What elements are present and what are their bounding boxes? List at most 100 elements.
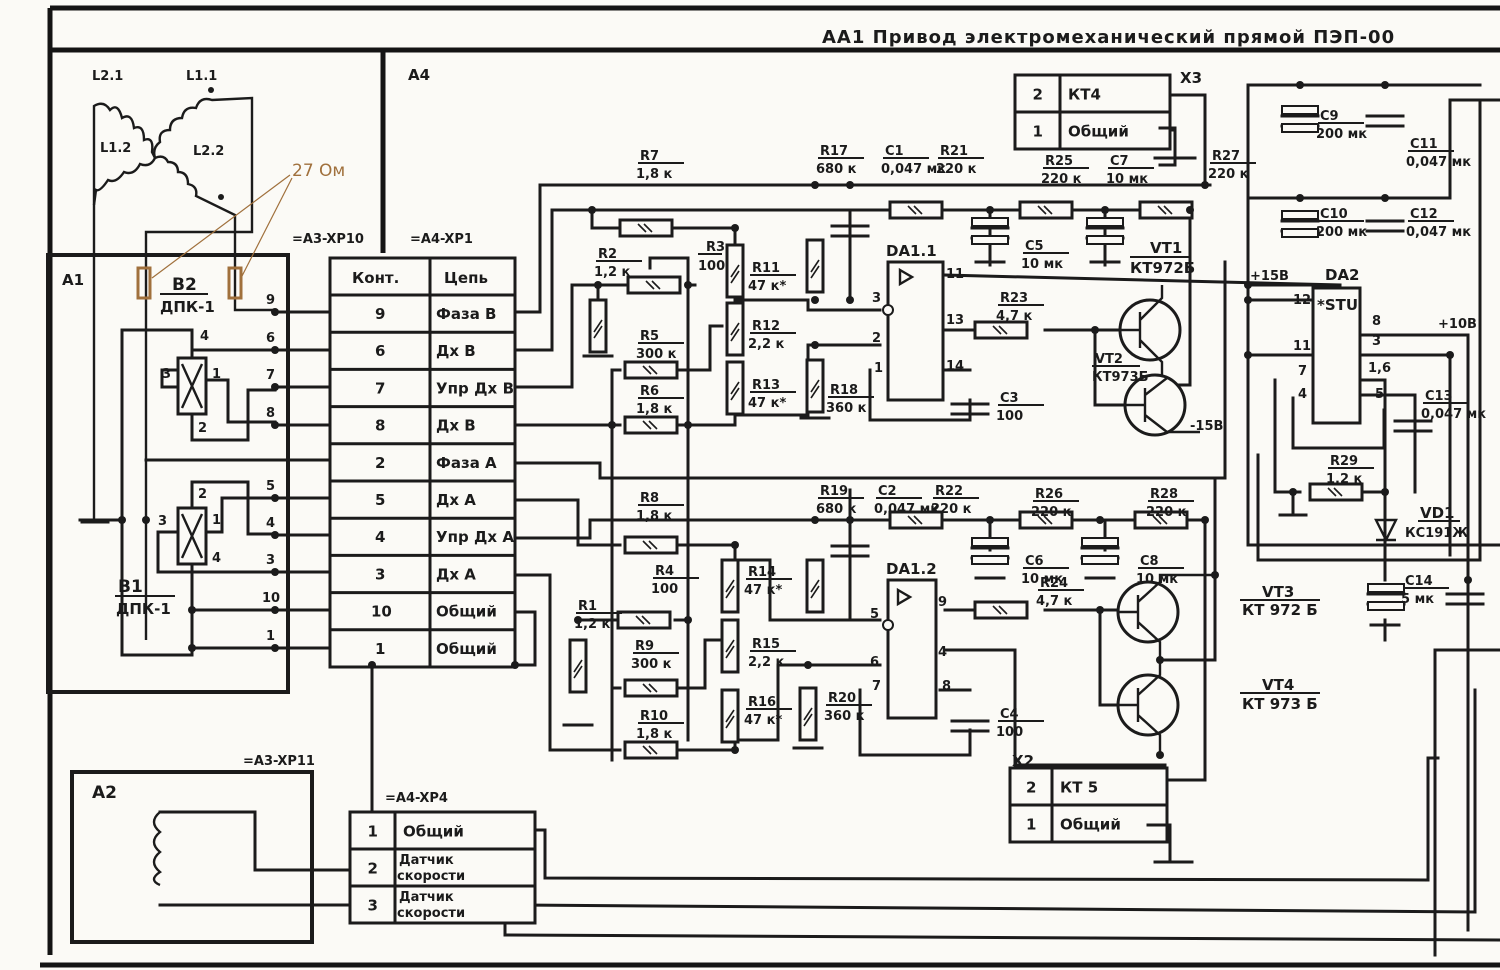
xp4-net: Датчик [399,853,454,868]
x3-pin: 2 [1033,86,1043,104]
resistor-hatch-icon [637,223,653,233]
c2-label: C2 [878,484,897,499]
resistor-hatch-icon [642,683,658,693]
x3-ground-wire [1158,126,1177,160]
r11-value: 47 к* [748,279,786,294]
power-supply-circuit [1246,83,1500,957]
junction-dot [804,661,812,669]
r15-value: 2,2 к [748,655,785,670]
pin-label: 9 [938,595,947,610]
drawing-title: АА1 Привод электромеханический прямой ПЭ… [822,27,1395,48]
sensor-b2-type: ДПК-1 [160,298,215,316]
resistor-hatch-icon [645,280,661,290]
x2-label: X2 [1012,752,1034,770]
resistor-hatch-icon [725,579,735,599]
capacitor-polar-plate [1086,235,1124,245]
r13-label: R13 [752,378,780,393]
resistor-hatch-icon [642,420,658,430]
xp4-net: скорости [397,869,465,884]
pin-label: 13 [946,313,964,328]
r17-value: 680 к [816,162,857,177]
junction-dot [368,661,376,669]
xp1-pin: 2 [375,454,385,472]
resistor-hatch-icon [907,515,923,525]
transistor-vt1: VT1 КТ972Б [1118,239,1195,380]
junction-dot [811,181,819,189]
capacitor-polar-plate [1081,555,1119,565]
xp4-frame [348,810,537,925]
c1-label: C1 [885,144,904,159]
r7-value: 1,8 к [636,167,673,182]
c11-value: 0,047 мк [1406,155,1471,170]
resistor-hatch-icon [730,381,740,401]
annotation-27-ohm: 27 Ом [292,161,345,181]
r2-label: R2 [598,247,617,262]
r29-value: 1,2 к [1326,472,1363,487]
transistor-vt2-part: КТ973Б [1092,370,1149,385]
resistor-hatch-icon [810,579,820,599]
coil-l11 [144,96,254,640]
winding-resistance-marker [227,266,243,300]
x2-pin: 1 [1026,816,1036,834]
resistor-r2 [626,275,682,295]
r23-label: R23 [1000,291,1028,306]
junction-dot [846,516,854,524]
pin-label: 4 [200,329,209,344]
r14-value: 47 к* [744,583,782,598]
zener-diode-vd1: VD1 КС191Ж [1374,504,1468,543]
c7-label: C7 [1110,154,1129,169]
r18-value: 360 к [826,401,867,416]
a1-terminal-label: 7 [266,368,275,383]
junction-dot [1244,351,1252,359]
block-a1: A1 [46,253,290,694]
r19-label: R19 [820,484,848,499]
resistor-r28 [1133,510,1189,530]
c5-label: C5 [1025,239,1044,254]
xp1-net: Дх A [436,491,476,509]
r11-label: R11 [752,261,780,276]
transistor-vt2: VT2 КТ973Б [1092,352,1200,437]
opamp-triangle-icon [896,587,913,607]
xp1-pin: 10 [371,603,392,621]
block-a4-label: A4 [408,66,430,84]
r25-label: R25 [1045,154,1073,169]
r29-label: R29 [1330,454,1358,469]
c6-label: C6 [1025,554,1044,569]
pin-label: 5 [1375,387,1384,402]
c13-label: C13 [1425,389,1453,404]
xp4-net: Датчик [399,890,454,905]
resistor-hatch-icon [642,745,658,755]
junction-dot [731,224,739,232]
c3-value: 100 [996,409,1023,424]
resistor-r7 [618,218,674,238]
r15-label: R15 [752,637,780,652]
xp11-label: =A3-XP11 [243,754,315,769]
xp1-net: Упр Дх A [436,528,514,546]
r5-value: 300 к [636,347,677,362]
xp4-pin: 2 [368,860,378,878]
opamp-da1-1: DA1.1 3 2 1 11 13 14 [872,242,964,402]
capacitor-polar-plate [1367,601,1405,611]
coil-l21 [92,102,157,205]
a1-terminal-label: 9 [266,293,275,308]
sensor-b1-type: ДПК-1 [116,600,171,618]
junction-dot [1296,81,1304,89]
resistor-hatch-icon [1327,487,1343,497]
junction-dot [1101,206,1109,214]
junction-dot [1091,326,1099,334]
junction-dot [1186,206,1194,214]
junction-dot [1289,488,1297,496]
channel-b-circuit [513,93,1342,762]
xp4-pin: 1 [368,823,378,841]
pin-label: 3 [162,367,171,382]
r9-label: R9 [635,639,654,654]
junction-dot [1381,81,1389,89]
junction-dot [1096,606,1104,614]
pin-label: 1 [212,367,221,382]
a1-terminal-label: 8 [266,406,275,421]
transistor-vt4-part: КТ 973 Б [1242,695,1318,713]
